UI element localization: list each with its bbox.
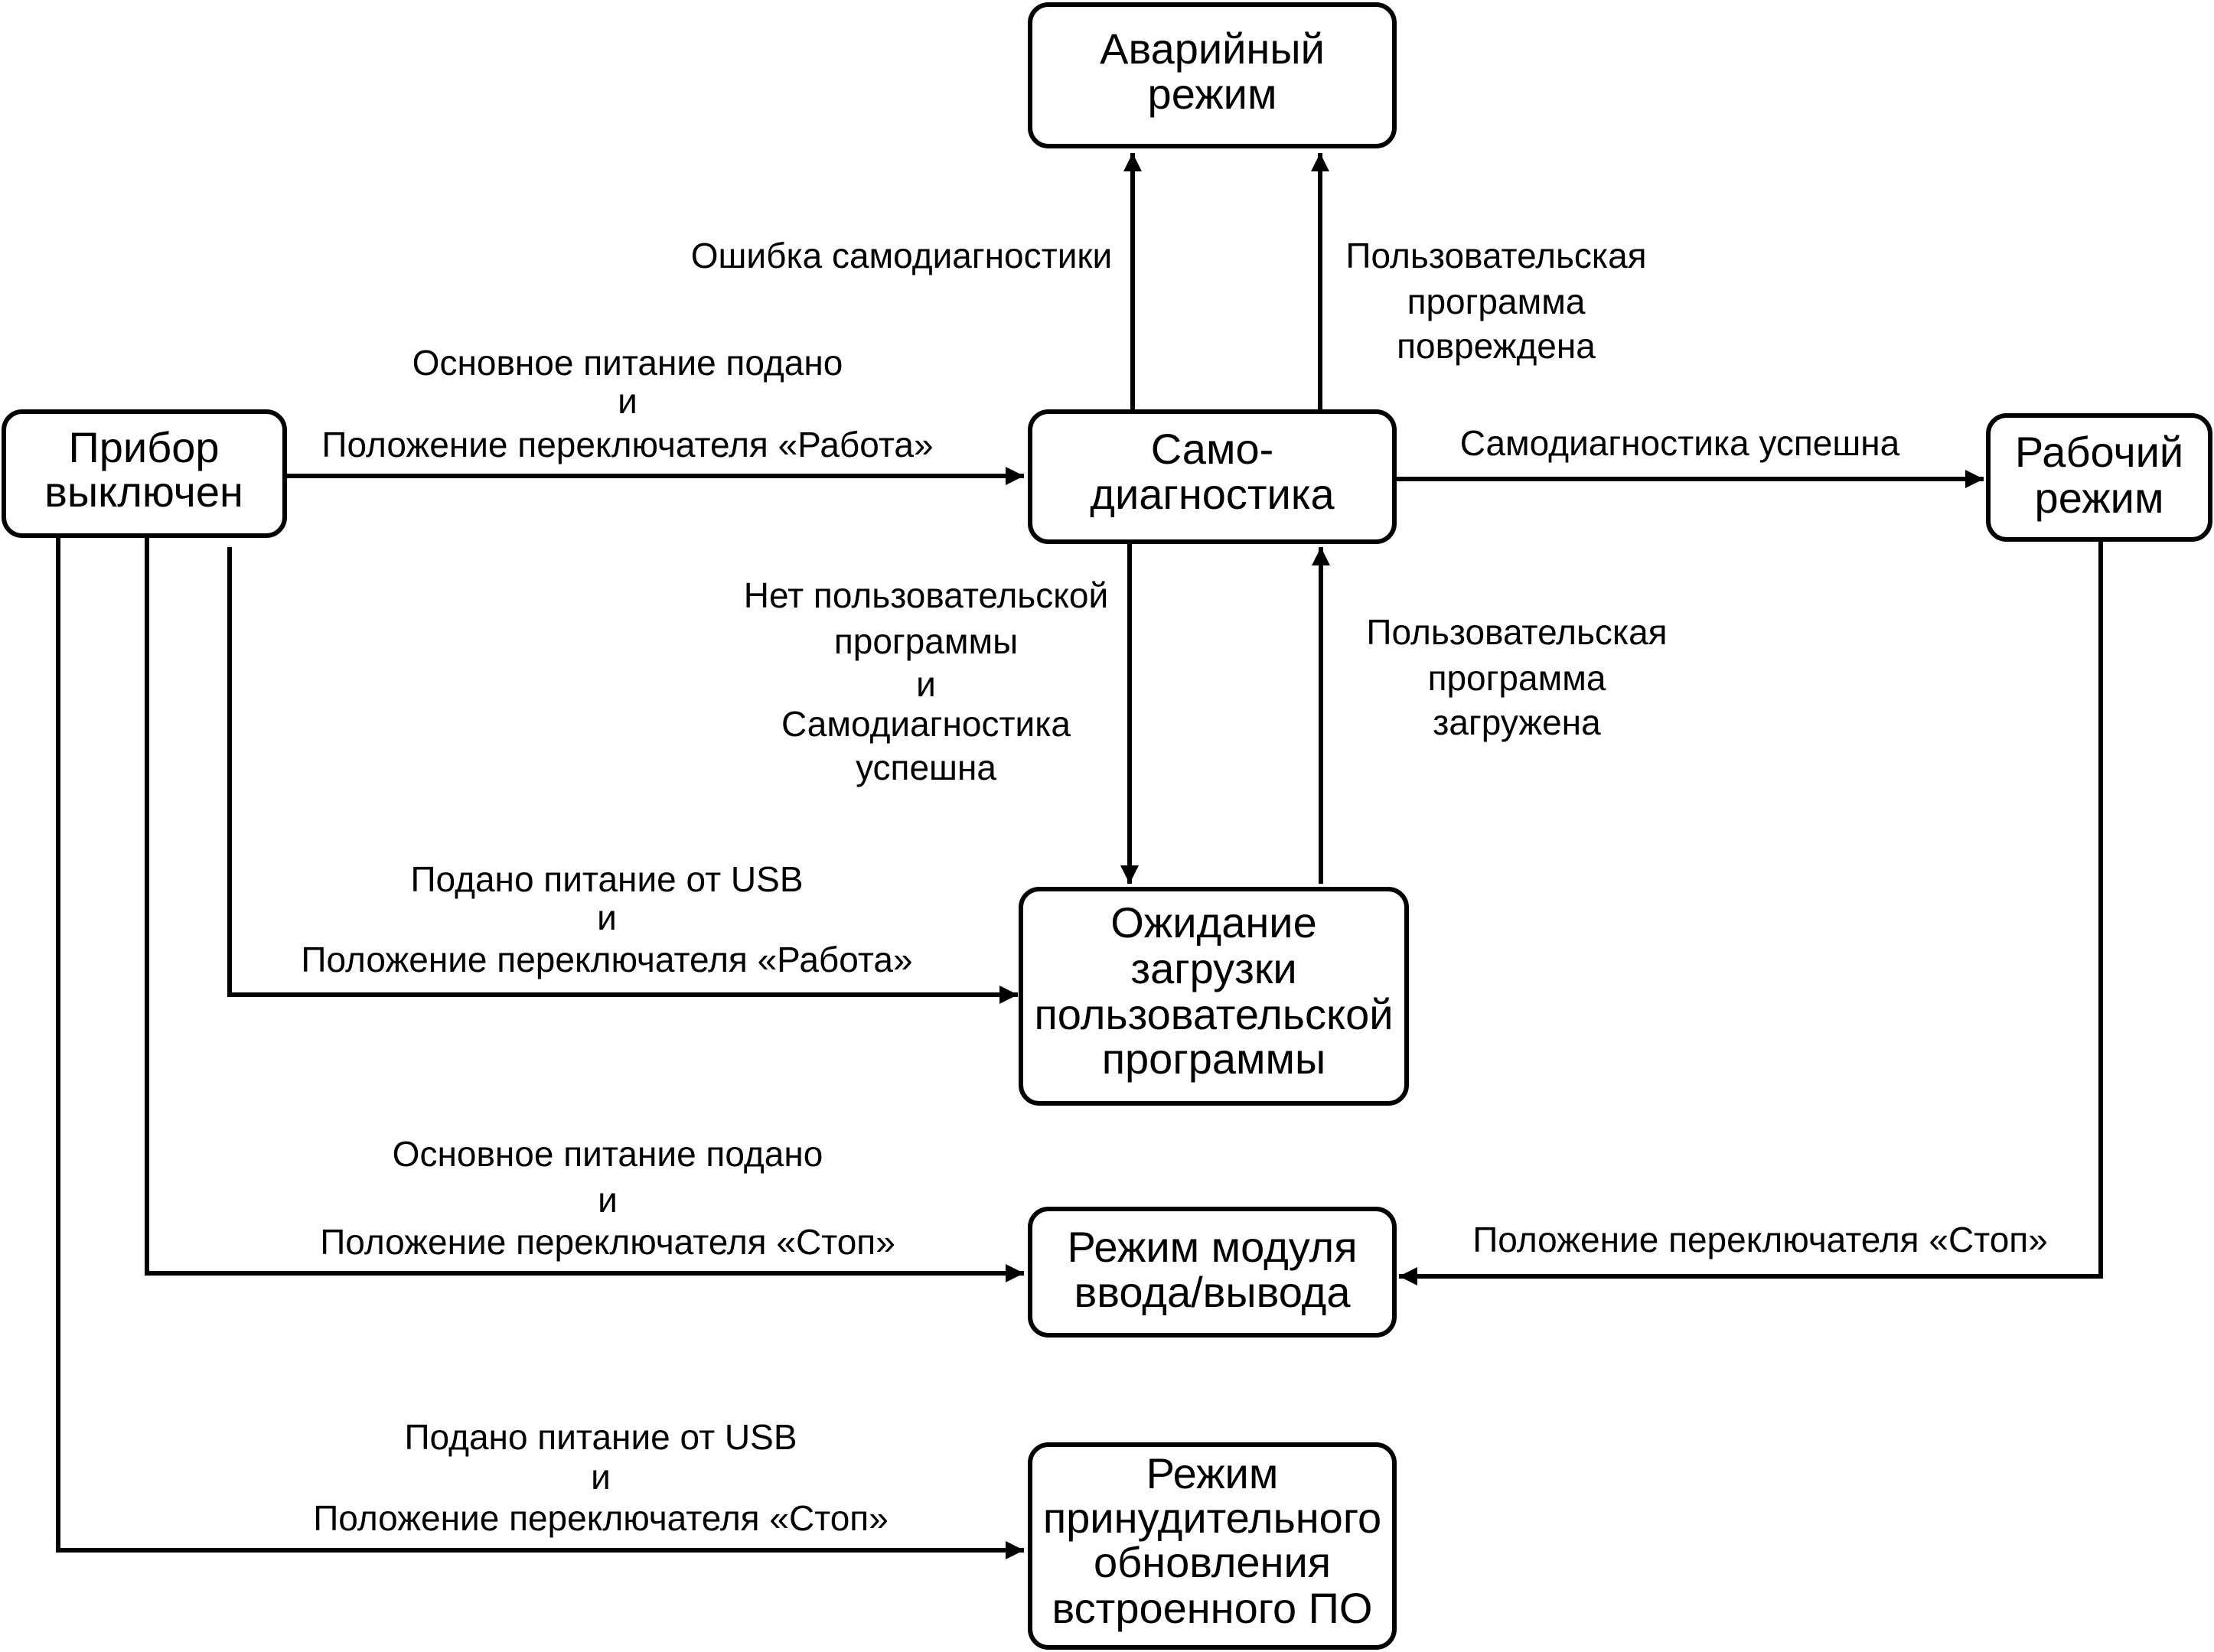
- label-off-to-forced-line-2: и: [591, 1457, 611, 1497]
- node-self-diagnostics-line-2: диагностика: [1090, 470, 1335, 518]
- label-off-to-forced: Подано питание от USB и Положение перекл…: [313, 1417, 889, 1538]
- node-io-module-line-2: ввода/вывода: [1074, 1268, 1351, 1316]
- label-program-corrupted-line-1: Пользовательская: [1345, 236, 1646, 275]
- node-waiting-line-3: пользовательской: [1034, 990, 1393, 1038]
- node-forced-firmware-update: Режим принудительного обновления встроен…: [1028, 1442, 1397, 1650]
- node-self-diagnostics-line-1: Само-: [1151, 425, 1274, 473]
- label-no-user-program-line-4: Самодиагностика: [781, 704, 1071, 744]
- node-forced-update-line-3: обновления: [1094, 1538, 1331, 1586]
- node-device-off-line-2: выключен: [44, 468, 243, 516]
- label-selfdiag-success-line-1: Самодиагностика успешна: [1460, 423, 1900, 463]
- label-no-user-program-line-5: успешна: [856, 748, 996, 787]
- label-off-to-selfdiag-line-3: Положение переключателя «Работа»: [321, 425, 933, 464]
- label-no-user-program-line-3: и: [916, 664, 936, 704]
- edge-working-to-io: [1399, 542, 2103, 1285]
- node-device-off-line-1: Прибор: [68, 423, 219, 471]
- node-forced-update-line-4: встроенного ПО: [1052, 1584, 1373, 1632]
- node-io-module-line-1: Режим модуля: [1067, 1223, 1357, 1271]
- label-no-user-program-line-1: Нет пользовательской: [744, 575, 1108, 615]
- node-self-diagnostics: Само- диагностика: [1028, 409, 1397, 544]
- edge-off-to-forced: [56, 536, 1024, 1559]
- label-selfdiag-error: Ошибка самодиагностики: [691, 236, 1112, 275]
- node-forced-update-line-1: Режим: [1146, 1449, 1279, 1497]
- label-selfdiag-error-line-1: Ошибка самодиагностики: [691, 236, 1112, 275]
- node-waiting-line-1: Ожидание: [1110, 898, 1316, 947]
- node-forced-update-line-2: принудительного: [1043, 1494, 1381, 1542]
- node-device-off: Прибор выключен: [2, 409, 287, 538]
- label-off-to-selfdiag: Основное питание подано и Положение пере…: [321, 343, 933, 464]
- label-off-to-io: Основное питание подано и Положение пере…: [320, 1134, 895, 1262]
- label-off-to-selfdiag-line-2: и: [618, 381, 637, 421]
- node-emergency-mode-line-1: Аварийный: [1100, 24, 1325, 73]
- node-working-mode: Рабочий режим: [1986, 413, 2212, 542]
- edge-off-to-waiting: [227, 547, 1018, 1004]
- label-off-to-forced-line-1: Подано питание от USB: [404, 1417, 797, 1457]
- label-working-to-io-line-1: Положение переключателя «Стоп»: [1472, 1220, 2048, 1259]
- label-off-to-io-line-1: Основное питание подано: [393, 1134, 823, 1174]
- label-program-loaded-line-2: программа: [1428, 658, 1606, 698]
- label-off-to-waiting-line-1: Подано питание от USB: [410, 859, 803, 899]
- label-program-corrupted-line-2: программа: [1407, 282, 1586, 321]
- node-waiting-line-4: программы: [1102, 1035, 1326, 1083]
- node-waiting-program-load: Ожидание загрузки пользовательской прогр…: [1019, 887, 1409, 1106]
- label-no-user-program: Нет пользовательской программы и Самодиа…: [744, 575, 1108, 787]
- label-off-to-waiting-line-2: и: [597, 898, 617, 937]
- node-working-mode-line-2: режим: [2035, 474, 2164, 522]
- label-program-corrupted-line-3: повреждена: [1397, 326, 1596, 366]
- node-emergency-mode-line-2: режим: [1148, 70, 1277, 118]
- label-working-to-io: Положение переключателя «Стоп»: [1472, 1220, 2048, 1259]
- label-off-to-io-line-3: Положение переключателя «Стоп»: [320, 1222, 895, 1262]
- label-off-to-io-line-2: и: [598, 1180, 618, 1220]
- node-waiting-line-2: загрузки: [1130, 944, 1296, 992]
- node-io-module-mode: Режим модуля ввода/вывода: [1028, 1207, 1397, 1338]
- label-off-to-selfdiag-line-1: Основное питание подано: [412, 343, 843, 383]
- label-off-to-waiting-line-3: Положение переключателя «Работа»: [301, 940, 912, 979]
- label-no-user-program-line-2: программы: [834, 621, 1018, 661]
- label-selfdiag-success: Самодиагностика успешна: [1460, 423, 1900, 463]
- label-program-loaded-line-3: загружена: [1433, 702, 1601, 742]
- node-emergency-mode: Аварийный режим: [1028, 2, 1397, 148]
- label-off-to-forced-line-3: Положение переключателя «Стоп»: [313, 1498, 889, 1538]
- label-program-loaded-line-1: Пользовательская: [1366, 612, 1667, 652]
- edge-off-to-io: [145, 536, 1024, 1282]
- node-working-mode-line-1: Рабочий: [2015, 428, 2183, 476]
- label-off-to-waiting: Подано питание от USB и Положение перекл…: [301, 859, 912, 979]
- label-program-loaded: Пользовательская программа загружена: [1366, 612, 1667, 742]
- label-program-corrupted: Пользовательская программа повреждена: [1345, 236, 1646, 366]
